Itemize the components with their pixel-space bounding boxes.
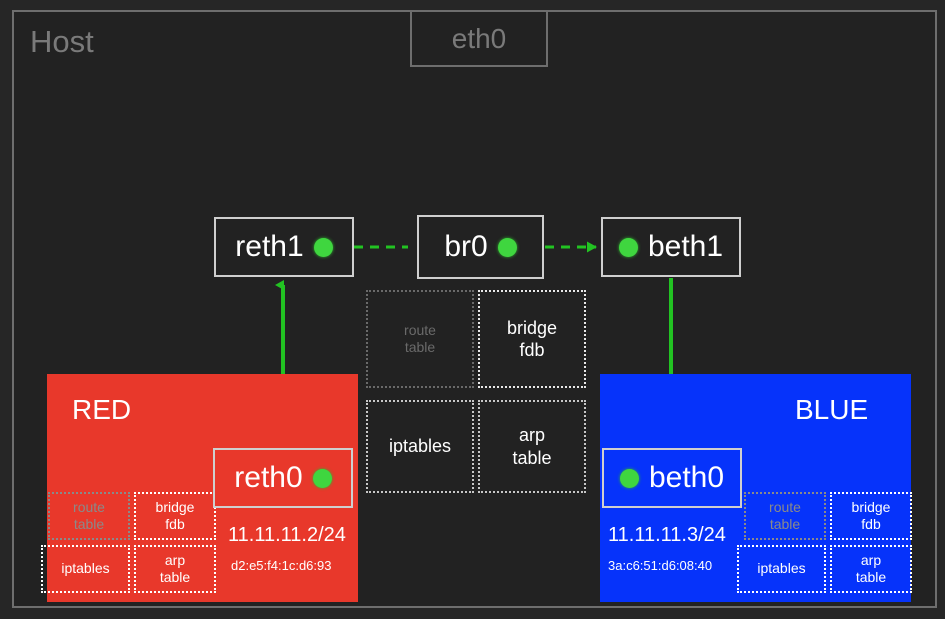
- br0-status-dot: [497, 237, 517, 257]
- red-route-table-line1: route: [73, 498, 105, 515]
- red-arp-table-line2: table: [159, 569, 191, 585]
- red-bridge-fdb-line1: bridge: [155, 498, 195, 515]
- namespace-red-title: RED: [72, 394, 132, 425]
- node-reth0-label: reth0: [234, 461, 303, 494]
- blue-route-table-box: route table: [744, 492, 826, 540]
- reth0-status-dot: [312, 468, 332, 488]
- host-bridge-fdb-line1: bridge: [506, 317, 558, 338]
- host-route-table-line1: route: [404, 321, 436, 338]
- blue-bridge-fdb-box: bridge fdb: [830, 492, 912, 540]
- blue-mac-address: 3a:c6:51:d6:08:40: [608, 558, 713, 573]
- blue-bridge-fdb-line2: fdb: [861, 516, 881, 532]
- host-arp-table-line1: arp: [518, 425, 545, 445]
- blue-iptables-box: iptables: [737, 545, 826, 593]
- blue-route-table-line2: table: [769, 516, 801, 532]
- beth1-status-dot: [618, 237, 638, 257]
- red-iptables-box: iptables: [41, 545, 130, 593]
- host-bridge-fdb-line2: fdb: [519, 340, 545, 360]
- host-label: Host: [30, 24, 94, 59]
- blue-ip-address: 11.11.11.3/24: [608, 524, 726, 546]
- host-route-table-box: route table: [366, 290, 474, 388]
- host-arp-table-line2: table: [512, 447, 552, 468]
- red-mac-address: d2:e5:f4:1c:d6:93: [231, 558, 332, 573]
- reth1-status-dot: [313, 237, 333, 257]
- red-bridge-fdb-line2: fdb: [165, 516, 185, 532]
- red-iptables-label: iptables: [61, 560, 110, 577]
- node-eth0[interactable]: eth0: [410, 10, 548, 67]
- node-beth0-label: beth0: [648, 461, 725, 494]
- namespace-blue-title: BLUE: [795, 394, 869, 425]
- host-iptables-box: iptables: [366, 400, 474, 493]
- beth0-status-dot: [619, 468, 639, 488]
- node-eth0-label: eth0: [451, 22, 507, 54]
- node-beth0[interactable]: beth0: [602, 448, 742, 508]
- blue-arp-table-line2: table: [855, 569, 887, 585]
- red-arp-table-box: arp table: [134, 545, 216, 593]
- red-ip-address: 11.11.11.2/24: [228, 524, 346, 546]
- host-arp-table-box: arp table: [478, 400, 586, 493]
- node-br0[interactable]: br0: [417, 215, 544, 279]
- host-route-table-line2: table: [404, 339, 436, 355]
- node-br0-label: br0: [444, 230, 488, 263]
- host-bridge-fdb-box: bridge fdb: [478, 290, 586, 388]
- host-iptables-label: iptables: [388, 436, 452, 457]
- blue-arp-table-box: arp table: [830, 545, 912, 593]
- red-route-table-line2: table: [73, 516, 105, 532]
- node-reth0[interactable]: reth0: [213, 448, 353, 508]
- node-reth1-label: reth1: [235, 230, 304, 263]
- red-arp-table-line1: arp: [164, 551, 186, 568]
- blue-iptables-label: iptables: [757, 560, 806, 577]
- blue-route-table-line1: route: [769, 498, 801, 515]
- blue-bridge-fdb-line1: bridge: [851, 498, 891, 515]
- node-beth1[interactable]: beth1: [601, 217, 741, 277]
- node-beth1-label: beth1: [647, 230, 724, 263]
- node-reth1[interactable]: reth1: [214, 217, 354, 277]
- red-bridge-fdb-box: bridge fdb: [134, 492, 216, 540]
- red-route-table-box: route table: [48, 492, 130, 540]
- blue-arp-table-line1: arp: [860, 551, 882, 568]
